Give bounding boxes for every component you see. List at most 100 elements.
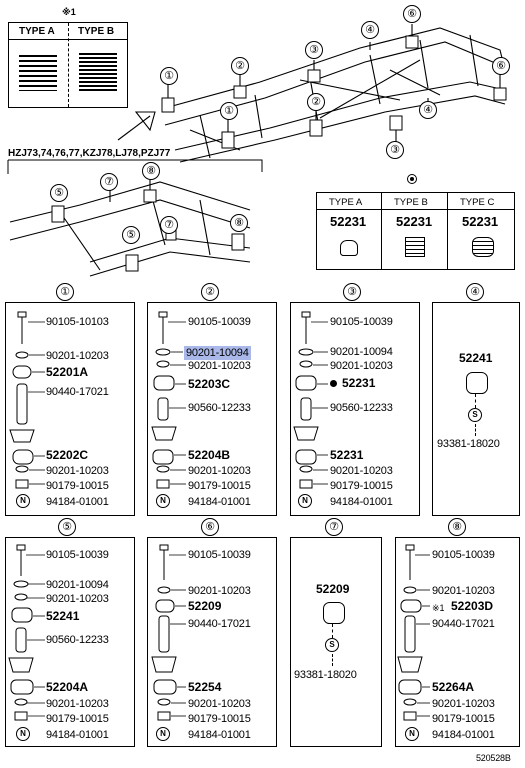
panel-6-n-symbol: N bbox=[156, 727, 170, 741]
panel-5-title: ⑤ bbox=[58, 518, 76, 536]
panel-5-item-4: 52241 bbox=[46, 609, 80, 623]
panel-8-item-6: 90201-10203 bbox=[432, 698, 495, 710]
callout-5-mid-lower: ⑤ bbox=[122, 226, 140, 244]
panel-5-item-9: 94184-01001 bbox=[46, 729, 109, 741]
p1-bolt-head-icon bbox=[17, 311, 27, 318]
panel-6-title: ⑥ bbox=[201, 518, 219, 536]
panel-7-cushion-icon bbox=[323, 602, 345, 624]
panel-4 bbox=[432, 302, 520, 516]
panel-8-item-1: 90105-10039 bbox=[432, 549, 495, 561]
p1-retainer-icon bbox=[9, 429, 35, 443]
callout-7-mid-lower: ⑦ bbox=[160, 216, 178, 234]
panel-6-item-1: 90105-10039 bbox=[188, 549, 251, 561]
panel-1-item-1: 90105-10103 bbox=[46, 316, 109, 328]
panel-3-n-symbol: N bbox=[298, 494, 312, 508]
callout-8-mid: ⑧ bbox=[142, 162, 160, 180]
model-text: HZJ73,74,76,77,KZJ78,LJ78,PZJ77 bbox=[8, 148, 171, 159]
panel-1-item-5: 52202C bbox=[46, 448, 89, 462]
panel-1-item-2: 90201-10203 bbox=[46, 350, 109, 362]
panel-6-item-5: 52254 bbox=[188, 680, 222, 694]
callout-3-top-lower: ③ bbox=[386, 141, 404, 159]
panel-3-item-7: 90201-10203 bbox=[330, 465, 393, 477]
type-b-mid-label: TYPE B bbox=[394, 197, 428, 208]
panel-3-item-9: 94184-01001 bbox=[330, 496, 393, 508]
note-mark: ※1 bbox=[62, 7, 76, 17]
type-a-label: TYPE A bbox=[19, 26, 55, 37]
p1-cushion-icon bbox=[12, 365, 32, 379]
footer-code: 520528B bbox=[476, 753, 511, 763]
type-b-mount-icon bbox=[405, 237, 425, 257]
panel-3-item-2: 90201-10094 bbox=[330, 346, 393, 358]
panel-7-item-2: 93381-18020 bbox=[294, 669, 357, 681]
p1-lower-washer-icon bbox=[15, 465, 29, 473]
panel-8-item-4: 90440-17021 bbox=[432, 618, 495, 630]
panel-6 bbox=[147, 537, 277, 747]
panel-1-item-4: 90440-17021 bbox=[46, 386, 109, 398]
panel-5-item-6: 52204A bbox=[46, 680, 89, 694]
callout-4-top-lower: ④ bbox=[419, 101, 437, 119]
type-b-marker-icon bbox=[407, 174, 417, 184]
panel-5-n-symbol: N bbox=[16, 727, 30, 741]
panel-4-title: ④ bbox=[466, 283, 484, 301]
panel-1-n-symbol: N bbox=[16, 494, 30, 508]
panel-5-item-1: 90105-10039 bbox=[46, 549, 109, 561]
callout-1-top: ① bbox=[160, 67, 178, 85]
panel-3-title: ③ bbox=[343, 283, 361, 301]
callout-7-mid: ⑦ bbox=[100, 173, 118, 191]
panel-7 bbox=[290, 537, 382, 747]
type-c-part: 52231 bbox=[462, 214, 499, 229]
p1-collar-icon bbox=[16, 383, 28, 425]
panel-3-item-8: 90179-10015 bbox=[330, 480, 393, 492]
panel-7-s-symbol: S bbox=[325, 638, 339, 652]
panel-2-item-5: 90560-12233 bbox=[188, 402, 251, 414]
panel-1-title: ① bbox=[56, 283, 74, 301]
panel-6-item-4: 90440-17021 bbox=[188, 618, 251, 630]
panel-2-item-3: 90201-10203 bbox=[188, 360, 251, 372]
panel-6-item-8: 94184-01001 bbox=[188, 729, 251, 741]
p1-lower-cushion-icon bbox=[12, 449, 34, 465]
panel-3-item-5: 90560-12233 bbox=[330, 402, 393, 414]
p1-nut-icon bbox=[15, 479, 29, 489]
panel-2-title: ② bbox=[201, 283, 219, 301]
callout-5-mid: ⑤ bbox=[50, 184, 68, 202]
panel-8-item-8: 94184-01001 bbox=[432, 729, 495, 741]
panel-4-item-1: 52241 bbox=[459, 351, 493, 365]
panel-5-item-3: 90201-10203 bbox=[46, 593, 109, 605]
panel-2-item-9: 94184-01001 bbox=[188, 496, 251, 508]
panel-1-item-8: 94184-01001 bbox=[46, 496, 109, 508]
type-a-part: 52231 bbox=[330, 214, 367, 229]
panel-2-item-2-highlighted[interactable]: 90201-10094 bbox=[184, 346, 251, 360]
panel-3-item-6: 52231 bbox=[330, 448, 364, 462]
type-c-mid-label: TYPE C bbox=[460, 197, 495, 208]
panel-5 bbox=[5, 537, 135, 747]
panel-6-item-6: 90201-10203 bbox=[188, 698, 251, 710]
panel-8-item-5: 52264A bbox=[432, 680, 475, 694]
panel-6-item-2: 90201-10203 bbox=[188, 585, 251, 597]
panel-6-item-3: 52209 bbox=[188, 599, 222, 613]
panel-6-item-7: 90179-10015 bbox=[188, 713, 251, 725]
type-a-shim-icon bbox=[19, 55, 57, 91]
panel-1 bbox=[5, 302, 135, 516]
callout-1-top-lower: ① bbox=[220, 102, 238, 120]
panel-4-s-symbol: S bbox=[468, 408, 482, 422]
callout-2-top: ② bbox=[231, 57, 249, 75]
panel-1-item-7: 90179-10015 bbox=[46, 480, 109, 492]
panel-7-item-1: 52209 bbox=[316, 582, 350, 596]
panel-7-title: ⑦ bbox=[325, 518, 343, 536]
panel-5-item-5: 90560-12233 bbox=[46, 634, 109, 646]
panel-2-item-7: 90201-10203 bbox=[188, 465, 251, 477]
panel-2-item-4: 52203C bbox=[188, 377, 231, 391]
panel-1-item-6: 90201-10203 bbox=[46, 465, 109, 477]
panel-1-item-3: 52201A bbox=[46, 365, 89, 379]
panel-8-note-mark: ※1 bbox=[432, 603, 445, 613]
callout-2-top-lower: ② bbox=[307, 93, 325, 111]
panel-8-item-3: 52203D bbox=[451, 599, 494, 613]
type-a-mid-label: TYPE A bbox=[329, 197, 363, 208]
panel-2 bbox=[147, 302, 277, 516]
type-box-mid: TYPE A TYPE B TYPE C 52231 52231 52231 bbox=[316, 192, 515, 270]
p1-washer-icon bbox=[15, 351, 29, 359]
type-b-shim-icon bbox=[79, 53, 117, 93]
callout-4-top: ④ bbox=[361, 21, 379, 39]
panel-8 bbox=[395, 537, 520, 747]
type-box-top: TYPE A TYPE B bbox=[8, 22, 128, 108]
